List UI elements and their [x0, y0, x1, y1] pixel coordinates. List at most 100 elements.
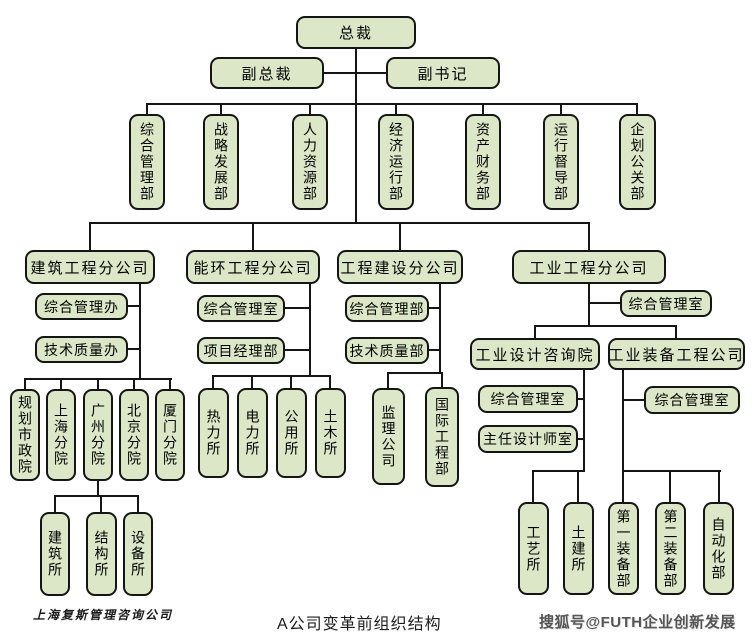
connector [252, 222, 254, 250]
connector [251, 375, 253, 388]
connector [588, 222, 590, 250]
connector [669, 470, 671, 502]
node-dept-economic-operation: 经济运行部 [378, 114, 414, 210]
connector [220, 103, 222, 114]
connector [622, 370, 624, 472]
connector [560, 103, 562, 114]
connector [578, 438, 583, 440]
connector [128, 305, 140, 307]
node-branch-energy-env: 能环工程分公司 [186, 250, 320, 284]
node-design-chief-designer-room: 主任设计师室 [478, 425, 578, 453]
node-dept-operation-supervision: 运行督导部 [543, 114, 579, 210]
node-inst-guangzhou: 广州分院 [83, 389, 113, 481]
connector [89, 222, 590, 224]
node-energy-electric: 电力所 [237, 388, 268, 478]
connector [622, 470, 624, 502]
node-energy-thermal: 热力所 [198, 388, 229, 478]
connector [387, 372, 443, 374]
connector [534, 325, 536, 338]
connector [387, 372, 389, 388]
node-energy-project-manager-dept: 项目经理部 [197, 337, 285, 364]
connector [441, 372, 443, 387]
node-inst-xiamen: 厦门分院 [155, 389, 185, 481]
node-guangzhou-architecture: 建筑所 [40, 512, 70, 596]
consulting-company-credit: 上海复斯管理咨询公司 [33, 608, 174, 622]
node-equipment-eng-company: 工业装备工程公司 [608, 338, 745, 370]
connector [309, 103, 311, 114]
node-guangzhou-equipment: 设备所 [123, 512, 153, 596]
connector [212, 375, 331, 377]
connector [622, 470, 721, 472]
node-dept-planning-pr: 企划公关部 [619, 114, 656, 210]
node-inst-planning-municipal: 规划市政院 [10, 389, 40, 481]
connector [97, 378, 99, 389]
connector [718, 470, 720, 502]
node-engcon-supervision-company: 监理公司 [372, 388, 405, 485]
connector [128, 348, 140, 350]
connector [139, 284, 141, 380]
sohu-watermark: 搜狐号@FUTH企业创新发展 [539, 614, 736, 631]
node-dept-hr: 人力资源部 [292, 114, 328, 210]
connector [169, 378, 171, 389]
connector [429, 307, 439, 309]
node-energy-admin-room: 综合管理室 [197, 295, 285, 322]
node-engcon-tech-quality-dept: 技术质量部 [345, 337, 429, 364]
connector [60, 378, 62, 389]
node-president: 总裁 [296, 16, 416, 49]
node-design-consulting-institute: 工业设计咨询院 [470, 338, 600, 370]
node-vice-president: 副总裁 [210, 57, 324, 89]
node-engcon-international-dept: 国际工程部 [425, 387, 459, 487]
connector [429, 349, 439, 351]
connector [578, 398, 583, 400]
node-industrial-admin-room: 综合管理室 [620, 290, 712, 317]
connector [309, 284, 311, 377]
connector [636, 103, 638, 114]
connector [212, 375, 214, 388]
node-design-process-institute: 工艺所 [518, 502, 549, 595]
node-branch-eng-construction: 工程建设分公司 [337, 250, 463, 284]
connector [588, 284, 590, 327]
chart-caption: A公司变革前组织结构 [277, 616, 442, 633]
connector [89, 222, 91, 250]
node-design-admin-room: 综合管理室 [478, 385, 578, 413]
connector [329, 375, 331, 388]
connector [290, 375, 292, 388]
node-inst-beijing: 北京分院 [119, 389, 149, 481]
connector [100, 495, 102, 512]
node-inst-shanghai: 上海分院 [46, 389, 76, 481]
connector [532, 470, 585, 472]
node-energy-utility: 公用所 [276, 388, 307, 478]
connector [285, 349, 309, 351]
node-equip-admin-room: 综合管理室 [644, 386, 740, 414]
connector [588, 302, 620, 304]
node-guangzhou-structure: 结构所 [86, 512, 117, 596]
connector [622, 399, 644, 401]
node-branch-industrial: 工业工程分公司 [512, 250, 666, 284]
connector [583, 370, 585, 472]
connector [285, 307, 309, 309]
connector [534, 325, 677, 327]
node-dept-asset-finance: 资产财务部 [465, 114, 501, 210]
node-dept-strategy-dev: 战略发展部 [203, 114, 239, 210]
connector [439, 284, 441, 374]
connector [133, 378, 135, 389]
connector [97, 481, 99, 497]
connector [675, 325, 677, 338]
node-equip-automation-dept: 自动化部 [703, 502, 734, 595]
node-equip-first-dept: 第一装备部 [608, 502, 639, 595]
connector [577, 470, 579, 502]
connector [24, 378, 26, 389]
node-dept-general-admin: 综合管理部 [129, 114, 165, 210]
connector [137, 495, 139, 512]
node-branch-construction: 建筑工程分公司 [25, 250, 155, 284]
node-equip-second-dept: 第二装备部 [655, 502, 686, 595]
connector [54, 495, 56, 512]
connector [324, 72, 386, 74]
node-design-civil-institute: 土建所 [563, 502, 594, 595]
connector [399, 222, 401, 250]
node-deputy-secretary: 副书记 [386, 57, 500, 89]
node-engcon-admin-dept: 综合管理部 [345, 295, 429, 322]
connector [355, 49, 357, 224]
node-construction-tech-quality-office: 技术质量办 [35, 336, 128, 363]
